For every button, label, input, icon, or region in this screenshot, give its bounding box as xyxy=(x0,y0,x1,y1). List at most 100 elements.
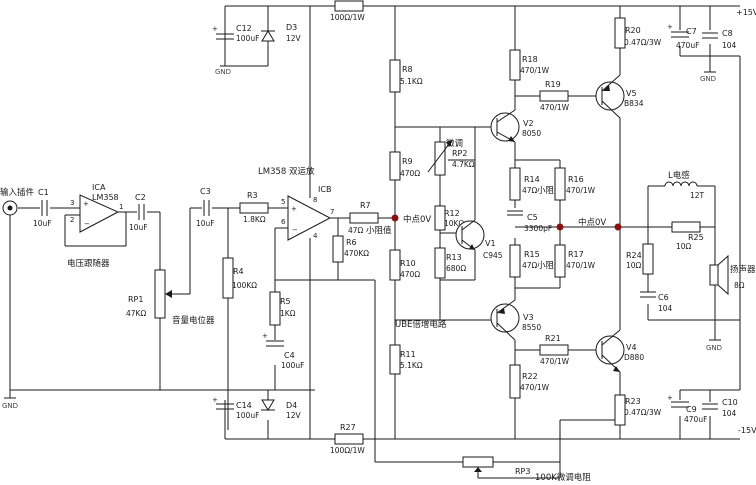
svg-text:470Ω: 470Ω xyxy=(400,270,420,279)
neg-rail-label: -15V xyxy=(738,426,756,435)
opamp-ica: + − 3 2 1 ICA LM358 电压跟随器 xyxy=(67,183,123,269)
svg-text:R24: R24 xyxy=(626,251,642,260)
svg-text:470uF: 470uF xyxy=(676,41,699,50)
svg-text:R3: R3 xyxy=(247,191,258,200)
svg-text:10uF: 10uF xyxy=(129,223,148,232)
svg-text:470/1W: 470/1W xyxy=(540,357,570,366)
resistor-r20: R20 0.47Ω/3W xyxy=(614,17,662,49)
svg-text:470/1W: 470/1W xyxy=(566,186,596,195)
resistor-r16: R16 470/1W xyxy=(554,167,596,201)
capacitor-c1: C1 10uF xyxy=(33,188,52,228)
svg-text:R18: R18 xyxy=(522,55,538,64)
svg-text:47Ω: 47Ω xyxy=(522,261,538,270)
svg-text:6: 6 xyxy=(281,218,286,226)
svg-text:10KΩ: 10KΩ xyxy=(444,219,464,228)
svg-text:B834: B834 xyxy=(624,99,644,108)
resistor-r22: R22 470/1W xyxy=(509,364,550,399)
svg-text:R4: R4 xyxy=(233,267,244,276)
potentiometer-rp2: 微调 RP2 4.7KΩ xyxy=(427,138,475,176)
svg-text:C2: C2 xyxy=(135,193,146,202)
svg-text:GND: GND xyxy=(2,402,18,410)
svg-text:小阻值: 小阻值 xyxy=(366,225,392,236)
svg-text:D4: D4 xyxy=(286,401,297,410)
svg-text:ICA: ICA xyxy=(92,183,106,192)
ube-label: UBE倍增电路 xyxy=(395,319,447,330)
svg-text:R22: R22 xyxy=(522,372,538,381)
svg-text:C12: C12 xyxy=(236,24,252,33)
capacitor-c12: + C12 100uF xyxy=(212,24,259,43)
svg-text:100Ω/1W: 100Ω/1W xyxy=(330,446,365,455)
transistor-v2: V2 8050 xyxy=(490,109,541,143)
input-jack: 输入插件 xyxy=(0,187,35,216)
capacitor-c3: C3 10uF xyxy=(196,187,215,228)
svg-text:R25: R25 xyxy=(688,233,704,242)
zener-d3: D3 12V xyxy=(261,23,302,43)
svg-text:C9: C9 xyxy=(686,405,697,414)
svg-text:104: 104 xyxy=(658,304,673,313)
resistor-r17: R17 470/1W xyxy=(554,244,596,278)
transistor-v5: V5 B834 xyxy=(595,74,644,119)
svg-text:100uF: 100uF xyxy=(236,411,259,420)
svg-text:47KΩ: 47KΩ xyxy=(126,309,146,318)
resistor-r25: R25 10Ω xyxy=(671,221,704,251)
svg-text:+: + xyxy=(291,205,297,213)
svg-text:0.47Ω/3W: 0.47Ω/3W xyxy=(624,408,662,417)
svg-text:8Ω: 8Ω xyxy=(734,281,745,290)
svg-text:RP2: RP2 xyxy=(452,149,467,158)
resistor-r8: R8 5.1KΩ xyxy=(389,59,423,93)
svg-text:0.47Ω/3W: 0.47Ω/3W xyxy=(624,38,662,47)
resistor-r11: R11 5.1KΩ xyxy=(389,344,423,375)
svg-text:5.1KΩ: 5.1KΩ xyxy=(400,361,423,370)
svg-text:V3: V3 xyxy=(523,313,534,322)
svg-text:小阻值: 小阻值 xyxy=(537,260,563,271)
svg-text:8550: 8550 xyxy=(522,323,541,332)
svg-text:470/1W: 470/1W xyxy=(520,383,550,392)
svg-text:−: − xyxy=(292,226,298,234)
svg-text:+: + xyxy=(667,394,673,402)
svg-text:1KΩ: 1KΩ xyxy=(280,309,296,318)
svg-text:GND: GND xyxy=(706,344,722,352)
capacitor-c7: + C7 470uF xyxy=(667,23,699,50)
svg-text:小阻值: 小阻值 xyxy=(537,185,563,196)
svg-text:GND: GND xyxy=(700,75,716,83)
capacitor-c2: C2 10uF xyxy=(129,193,148,232)
svg-text:3: 3 xyxy=(70,199,74,207)
svg-text:C7: C7 xyxy=(686,27,697,36)
resistor-r5: R5 1KΩ xyxy=(269,291,296,326)
svg-text:12V: 12V xyxy=(286,34,302,43)
svg-text:LM358 双运放: LM358 双运放 xyxy=(258,166,315,177)
svg-text:3300pF: 3300pF xyxy=(524,224,552,233)
svg-text:C3: C3 xyxy=(200,187,211,196)
svg-text:R11: R11 xyxy=(400,350,416,359)
svg-text:5: 5 xyxy=(281,198,285,206)
svg-text:470KΩ: 470KΩ xyxy=(344,249,369,258)
svg-text:R23: R23 xyxy=(625,397,641,406)
resistor-r23: R23 0.47Ω/3W xyxy=(614,394,662,426)
svg-text:D3: D3 xyxy=(286,23,297,32)
svg-text:100uF: 100uF xyxy=(281,361,304,370)
svg-text:470uF: 470uF xyxy=(684,415,707,424)
svg-text:R15: R15 xyxy=(524,250,540,259)
svg-text:R17: R17 xyxy=(568,250,584,259)
svg-text:4: 4 xyxy=(313,232,318,240)
svg-text:10uF: 10uF xyxy=(33,219,52,228)
svg-text:R7: R7 xyxy=(360,201,371,210)
zener-d4: D4 12V xyxy=(261,399,302,420)
resistor-r27: R27 100Ω/1W xyxy=(330,423,365,455)
svg-text:R20: R20 xyxy=(625,26,641,35)
junctions xyxy=(391,214,622,231)
svg-text:+: + xyxy=(83,200,89,208)
svg-text:R8: R8 xyxy=(402,65,413,74)
svg-text:RP3: RP3 xyxy=(515,467,530,476)
gnd-speaker: GND xyxy=(706,339,722,352)
svg-text:100uF: 100uF xyxy=(236,34,259,43)
svg-text:R10: R10 xyxy=(400,259,416,268)
svg-text:C4: C4 xyxy=(284,351,295,360)
potentiometer-rp1: RP1 47KΩ 音量电位器 xyxy=(126,269,215,326)
resistor-r9: R9 470Ω xyxy=(389,151,420,181)
svg-text:R14: R14 xyxy=(524,175,540,184)
svg-text:R5: R5 xyxy=(280,297,291,306)
svg-text:ICB: ICB xyxy=(318,185,331,194)
svg-text:C8: C8 xyxy=(722,29,733,38)
svg-text:C14: C14 xyxy=(236,401,252,410)
